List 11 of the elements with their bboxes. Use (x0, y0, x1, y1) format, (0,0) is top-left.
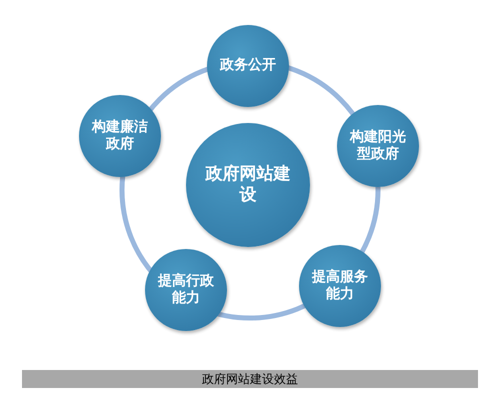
circle-label: 政务公开 (218, 57, 277, 75)
circle-label: 构建廉洁政府 (90, 118, 149, 154)
topic-circle (145, 249, 227, 331)
topic-circle (299, 245, 381, 327)
circle-label: 提高行政能力 (156, 272, 215, 308)
band-label: 政府网站建设效益 (202, 370, 298, 388)
circle-label: 提高服务能力 (310, 268, 369, 304)
topic-circle (337, 105, 419, 187)
circle-label: 政府网站建设 (204, 164, 292, 206)
title-band (22, 370, 478, 388)
circle-label: 构建阳光型政府 (348, 128, 407, 164)
